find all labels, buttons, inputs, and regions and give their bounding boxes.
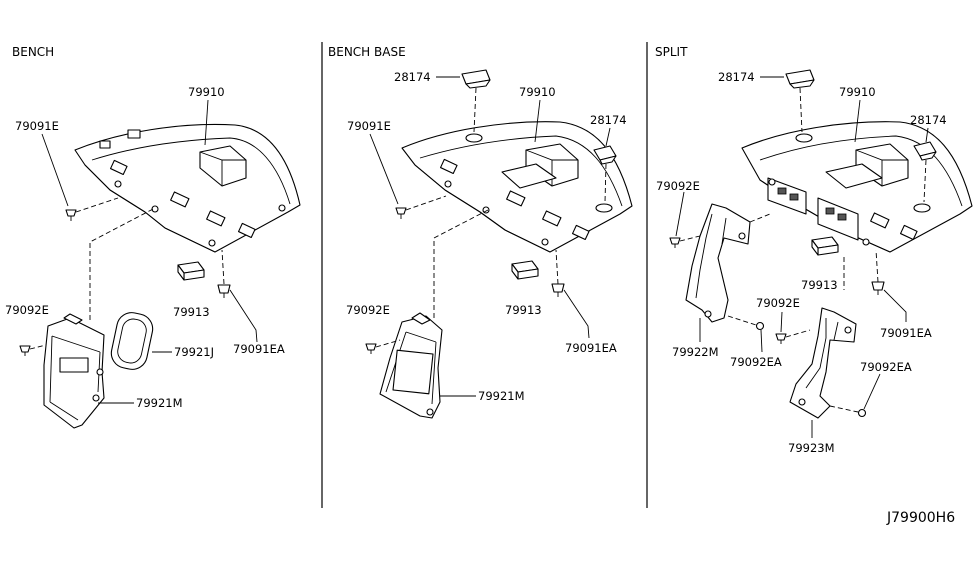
dash-bench-fastener [221,249,225,285]
bench-base-screw[interactable] [365,343,377,354]
leader-split-fastener [883,289,907,322]
label-split-cap-right: 28174 [910,113,947,127]
label-split-bracket-left: 79922M [672,345,719,359]
leader-split-screw-left [675,191,685,237]
split-bracket-left[interactable] [685,203,751,323]
dash-bench-base-cap-right [604,163,607,203]
bench-fastener[interactable] [217,284,231,298]
split-cap[interactable] [785,69,815,89]
split-group: 79910 28174 28174 79092E 79922 [656,69,973,455]
dash-bench-base-screw [375,339,401,348]
bench-screw[interactable] [19,345,31,356]
label-split-screw-left: 79092E [656,179,700,193]
dash-bench-screw [29,344,47,350]
label-bench-gasket: 79921J [174,345,214,359]
label-bench-pad: 79913 [173,305,210,319]
label-bench-shelf: 79910 [188,85,225,99]
label-split-fastener: 79091EA [880,326,932,340]
split-screw-ea-right[interactable] [857,408,867,418]
dash-split-cap [799,87,803,133]
split-fastener[interactable] [871,281,885,295]
leader-split-screw-mid [780,311,783,333]
leader-bench-base-shelf [534,99,541,143]
leader-bench-base-fastener [563,289,590,339]
dash-bench-clip [75,197,119,213]
label-bench-clip: 79091E [15,119,59,133]
dash-split-bracket-left-top [749,213,771,223]
dash-bench-base-frame [433,209,489,318]
bench-base-pad[interactable] [511,260,539,280]
label-bench-base-shelf: 79910 [519,85,556,99]
split-screw-mid[interactable] [775,333,787,344]
split-cap-right[interactable] [913,141,937,161]
dash-split-fastener [875,249,879,283]
bench-base-cap-right[interactable] [593,145,617,165]
section-title-bench: BENCH [12,45,54,59]
dash-split-bracket-right [829,405,859,413]
label-split-shelf: 79910 [839,85,876,99]
bench-base-fastener[interactable] [551,283,565,297]
dash-bench-base-fastener [555,249,559,285]
split-screw-ea-left[interactable] [755,321,765,331]
diagram-code: J79900H6 [886,510,955,526]
dash-bench-base-clip [405,195,447,211]
section-title-split: SPLIT [655,45,688,59]
leader-split-shelf [854,99,861,143]
dash-bench-base-cap [473,87,477,133]
label-split-screw-ea-right: 79092EA [860,360,912,374]
label-split-bracket-right: 79923M [788,441,835,455]
leader-bench-fastener [229,289,258,343]
bench-base-clip[interactable] [395,207,407,219]
label-split-screw-ea-left: 79092EA [730,355,782,369]
label-bench-base-clip: 79091E [347,119,391,133]
label-bench-base-pad: 79913 [505,303,542,317]
dash-bench-frame [89,207,156,320]
bench-clip[interactable] [65,209,77,221]
label-bench-base-cap: 28174 [394,70,431,84]
label-bench-fastener: 79091EA [233,342,285,356]
label-bench-frame: 79921M [136,396,183,410]
label-bench-screw: 79092E [5,303,49,317]
split-bracket-right[interactable] [789,307,857,419]
label-bench-base-screw: 79092E [346,303,390,317]
label-split-pad: 79913 [801,278,838,292]
leader-bench-shelf [204,99,209,146]
bench-base-frame[interactable] [379,312,443,419]
bench-base-group: 79910 28174 28174 79091E 79913 [346,69,633,419]
bench-gasket[interactable] [109,310,156,372]
bench-pad[interactable] [177,261,205,281]
split-parcel-shelf[interactable] [741,121,973,253]
dash-split-screw-mid [785,329,811,338]
leader-bench-clip [41,133,69,207]
split-screw-left[interactable] [669,237,681,248]
label-bench-base-fastener: 79091EA [565,341,617,355]
leader-bench-base-clip [369,133,399,205]
leader-bench-base-cap-right [605,127,611,147]
bench-base-parcel-shelf[interactable] [401,121,633,253]
leader-split-screw-ea-right [863,373,881,410]
leader-split-cap-right [925,127,929,143]
dash-split-screw-ea-left [727,315,757,326]
bench-group: 79910 79091E 79091EA 79913 [5,85,301,429]
dash-split-bracket-left [679,235,701,242]
bench-parcel-shelf[interactable] [74,123,301,253]
bench-frame[interactable] [43,313,105,429]
split-pad[interactable] [811,236,839,256]
section-title-bench-base: BENCH BASE [328,45,406,59]
label-bench-base-frame: 79921M [478,389,525,403]
label-split-screw-mid: 79092E [756,296,800,310]
leader-split-screw-ea-left [760,329,763,353]
label-bench-base-cap-right: 28174 [590,113,627,127]
label-split-cap: 28174 [718,70,755,84]
dash-split-cap-right [923,159,927,203]
bench-base-cap[interactable] [461,69,491,89]
